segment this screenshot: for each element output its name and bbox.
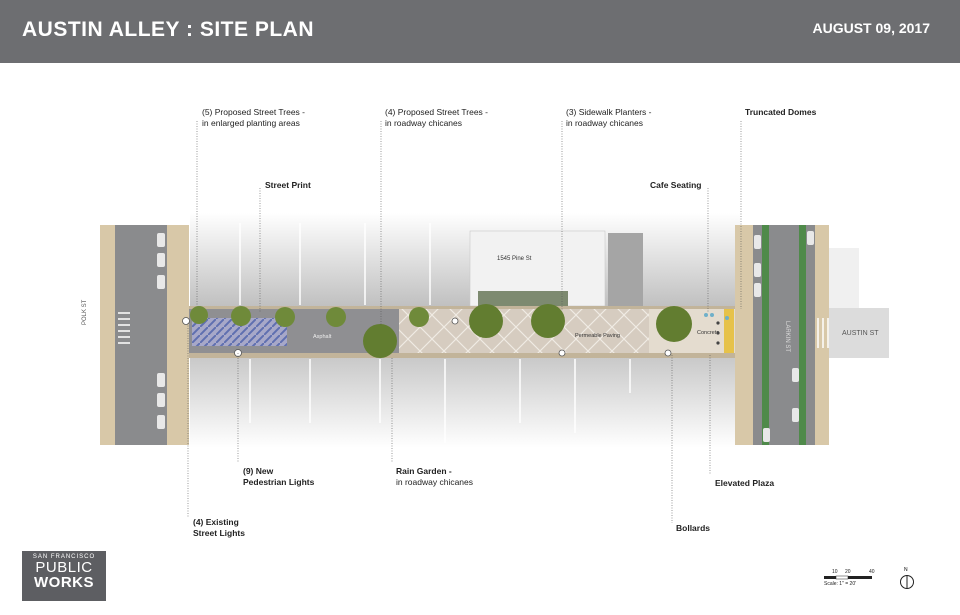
callout-elevated-plaza: Elevated Plaza (715, 478, 775, 488)
tree (469, 304, 503, 338)
callout-street-trees-5: (5) Proposed Street Trees - in enlarged … (202, 107, 305, 128)
tree (231, 306, 251, 326)
callout-pedestrian-lights: (9) New Pedestrian Lights (243, 466, 315, 487)
callout-sidewalk-planters: (3) Sidewalk Planters - in roadway chica… (566, 107, 652, 128)
callout-street-trees-4: (4) Proposed Street Trees - in roadway c… (385, 107, 488, 128)
page-title: AUSTIN ALLEY : SITE PLAN (22, 18, 315, 41)
tree (190, 306, 208, 324)
title-bar: AUSTIN ALLEY : SITE PLAN AUGUST 09, 2017 (0, 0, 960, 63)
permeable-paving-section (399, 309, 649, 353)
lot-lines (239, 223, 631, 443)
crosswalk-polk (118, 312, 130, 344)
tree (656, 306, 692, 342)
trees (190, 304, 692, 358)
tree (326, 307, 346, 327)
callout-leaders (187, 121, 742, 523)
north-buildings (190, 213, 740, 308)
callout-bollards: Bollards (676, 523, 711, 533)
concrete-label: Concrete (697, 330, 719, 336)
scale-note: Scale: 1" = 20' (824, 581, 857, 587)
callout-cafe-seating: Cafe Seating (650, 180, 702, 190)
larkin-sidewalk-west (735, 225, 753, 445)
truncated-domes-strip (724, 309, 734, 353)
asphalt-label: Asphalt (313, 334, 332, 340)
plan-date: AUGUST 09, 2017 (812, 20, 931, 36)
callout-existing-lights: (4) Existing Street Lights (193, 517, 245, 538)
polk-st-label: POLK ST (82, 299, 88, 325)
permeable-paving-label: Permeable Paving (575, 333, 620, 339)
callout-street-print: Street Print (265, 180, 311, 190)
scale-bar: 10 20 40 Scale: 1" = 20' (822, 568, 887, 590)
bike-lane-west (762, 225, 769, 445)
callout-rain-garden: Rain Garden - in roadway chicanes (396, 466, 474, 487)
tree (531, 304, 565, 338)
cafe-seating (704, 313, 729, 320)
polk-sidewalk (167, 225, 189, 445)
south-buildings (190, 358, 740, 448)
building-1545-pine (469, 230, 643, 308)
scale-tick: 10 (832, 569, 838, 575)
parked-cars-larkin (754, 231, 814, 442)
larkin-st-label: LARKIN ST (784, 321, 790, 352)
tree (409, 307, 429, 327)
austin-st-label: AUSTIN ST (842, 330, 879, 337)
scale-tick: 40 (869, 569, 875, 575)
building-address: 1545 Pine St (497, 256, 532, 262)
larkin-sidewalk-east (815, 225, 829, 445)
tree (363, 324, 397, 358)
parked-cars-polk (157, 233, 165, 429)
site-plan-drawing: 1545 Pine St POLK ST AUSTIN ST LARKIN ST (82, 121, 889, 523)
crosswalk-larkin (817, 318, 829, 348)
tree (275, 307, 295, 327)
bollards (716, 321, 720, 345)
bike-lane-east (799, 225, 806, 445)
sf-public-works-logo: SAN FRANCISCO PUBLIC WORKS (22, 551, 106, 601)
scale-tick: 20 (845, 569, 851, 575)
north-arrow-icon: N (897, 567, 917, 590)
callout-truncated-domes: Truncated Domes (745, 107, 817, 117)
